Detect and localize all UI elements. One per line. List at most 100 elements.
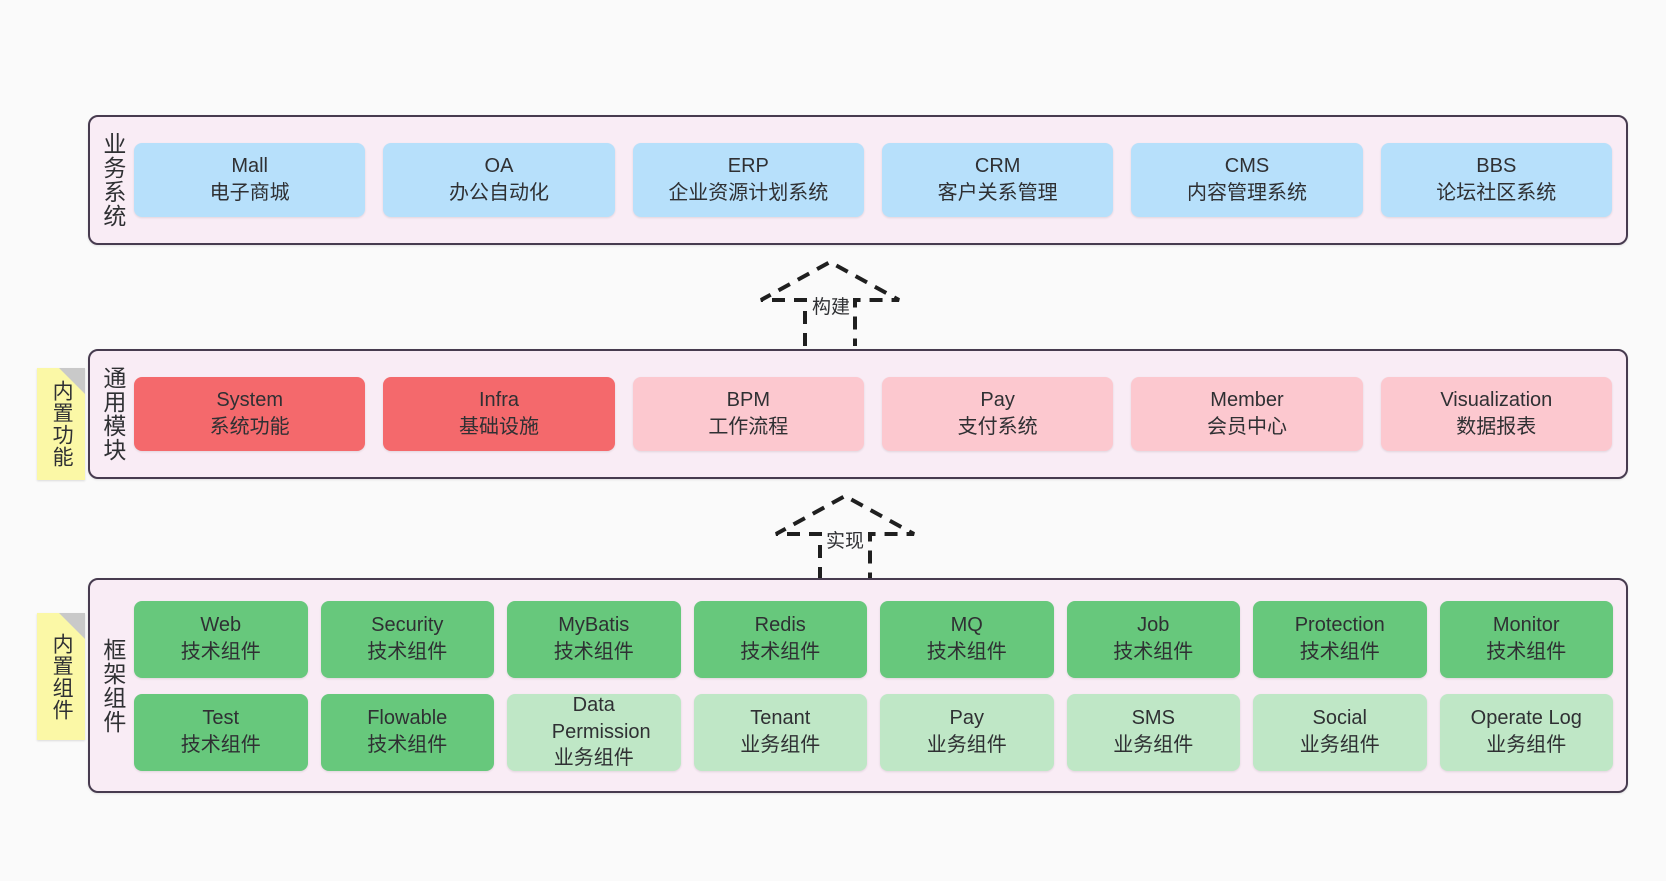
- node-subtitle: 会员中心: [1206, 416, 1287, 438]
- sticky-note-builtin-component: 内置组件: [37, 613, 85, 740]
- node-subtitle: 支付系统: [957, 416, 1038, 438]
- node-protection[interactable]: Protection 技术组件: [1253, 600, 1427, 678]
- node-tenant[interactable]: Tenant 业务组件: [693, 693, 867, 771]
- layer-title-business-system: 业务系统: [99, 132, 126, 228]
- node-title: CMS: [1224, 155, 1270, 178]
- node-mall[interactable]: Mall 电子商城: [134, 143, 366, 217]
- node-title: SMS: [1131, 707, 1175, 730]
- node-subtitle: 技术组件: [1486, 641, 1567, 663]
- node-subtitle: 数据报表: [1456, 416, 1537, 438]
- node-subtitle: 基础设施: [458, 416, 539, 438]
- node-subtitle: 业务组件: [926, 734, 1007, 756]
- connector-implement: [770, 492, 920, 582]
- node-test[interactable]: Test 技术组件: [134, 693, 308, 771]
- node-subtitle: 工作流程: [708, 416, 789, 438]
- node-operate-log[interactable]: Operate Log 业务组件: [1439, 693, 1613, 771]
- connector-build-label: 构建: [812, 297, 851, 318]
- node-subtitle: 技术组件: [1113, 641, 1194, 663]
- node-row: Web 技术组件 Security 技术组件 MyBatis 技术组件 Redi…: [134, 600, 1613, 678]
- node-title: Job: [1137, 614, 1170, 637]
- node-title: Member: [1210, 389, 1284, 412]
- node-row: Mall 电子商城 OA 办公自动化 ERP 企业资源计划系统 CRM 客户关系…: [134, 143, 1612, 217]
- node-title: Tenant: [750, 707, 811, 730]
- node-subtitle: 业务组件: [740, 734, 821, 756]
- node-job[interactable]: Job 技术组件: [1066, 600, 1240, 678]
- node-member[interactable]: Member 会员中心: [1131, 377, 1363, 451]
- layer-body-framework-component: Web 技术组件 Security 技术组件 MyBatis 技术组件 Redi…: [134, 580, 1626, 791]
- sticky-fold-icon: [59, 368, 85, 394]
- node-monitor[interactable]: Monitor 技术组件: [1439, 600, 1613, 678]
- layer-business-system: 业务系统 Mall 电子商城 OA 办公自动化 ERP 企业资源计划系统 CRM…: [88, 115, 1628, 245]
- node-title: Security: [371, 614, 444, 637]
- node-subtitle: 技术组件: [180, 734, 261, 756]
- node-title: Data Permission: [551, 693, 651, 743]
- node-title: Operate Log: [1470, 707, 1582, 730]
- node-title: Pay: [949, 707, 984, 730]
- node-mq[interactable]: MQ 技术组件: [880, 600, 1054, 678]
- node-title: Redis: [754, 614, 806, 637]
- layer-common-module: 通用模块 System 系统功能 Infra 基础设施 BPM 工作流程 Pay…: [88, 349, 1628, 479]
- node-subtitle: 业务组件: [1113, 734, 1194, 756]
- connector-build: [755, 258, 905, 348]
- node-erp[interactable]: ERP 企业资源计划系统: [632, 143, 864, 217]
- node-crm[interactable]: CRM 客户关系管理: [881, 143, 1114, 217]
- node-subtitle: 技术组件: [740, 641, 821, 663]
- node-subtitle: 技术组件: [926, 641, 1007, 663]
- node-subtitle: 技术组件: [367, 734, 448, 756]
- sticky-fold-icon: [59, 613, 85, 639]
- sticky-note-builtin-feature: 内置功能: [37, 368, 85, 480]
- layer-title-framework-component: 框架组件: [99, 637, 126, 734]
- node-bbs[interactable]: BBS 论坛社区系统: [1380, 143, 1612, 217]
- sticky-note-text: 内置功能: [50, 380, 74, 468]
- node-title: CRM: [974, 155, 1021, 178]
- node-sms[interactable]: SMS 业务组件: [1066, 693, 1240, 771]
- node-title: Pay: [980, 389, 1015, 412]
- node-bpm[interactable]: BPM 工作流程: [632, 377, 864, 451]
- connector-implement-label: 实现: [826, 531, 865, 552]
- node-title: MyBatis: [558, 614, 630, 637]
- node-subtitle: 内容管理系统: [1186, 182, 1307, 204]
- node-visualization[interactable]: Visualization 数据报表: [1380, 377, 1612, 451]
- node-row: System 系统功能 Infra 基础设施 BPM 工作流程 Pay 支付系统…: [134, 377, 1612, 451]
- node-subtitle: 电子商城: [209, 182, 290, 204]
- node-title: ERP: [727, 155, 769, 178]
- node-title: BPM: [726, 389, 770, 412]
- node-mybatis[interactable]: MyBatis 技术组件: [507, 600, 681, 678]
- node-subtitle: 技术组件: [1299, 641, 1380, 663]
- node-infra[interactable]: Infra 基础设施: [383, 377, 615, 451]
- node-title: Test: [202, 707, 240, 730]
- node-title: System: [216, 389, 283, 412]
- node-title: OA: [484, 155, 514, 178]
- node-pay-module[interactable]: Pay 支付系统: [881, 377, 1114, 451]
- node-subtitle: 系统功能: [209, 416, 290, 438]
- node-subtitle: 技术组件: [367, 641, 448, 663]
- node-title: Infra: [478, 389, 519, 412]
- node-subtitle: 业务组件: [553, 747, 634, 770]
- node-subtitle: 业务组件: [1299, 734, 1380, 756]
- node-title: MQ: [950, 614, 983, 637]
- node-cms[interactable]: CMS 内容管理系统: [1131, 143, 1363, 217]
- node-social[interactable]: Social 业务组件: [1253, 693, 1427, 771]
- node-subtitle: 技术组件: [180, 641, 261, 663]
- node-subtitle: 业务组件: [1486, 734, 1567, 756]
- layer-title-common-module: 通用模块: [99, 366, 126, 462]
- node-oa[interactable]: OA 办公自动化: [383, 143, 615, 217]
- node-redis[interactable]: Redis 技术组件: [693, 600, 867, 678]
- node-title: Protection: [1294, 614, 1385, 637]
- node-system[interactable]: System 系统功能: [134, 377, 366, 451]
- node-title: Flowable: [367, 707, 448, 730]
- node-row: Test 技术组件 Flowable 技术组件 Data Permission …: [134, 693, 1613, 771]
- node-title: Visualization: [1440, 389, 1553, 412]
- node-title: Web: [200, 614, 242, 637]
- node-web[interactable]: Web 技术组件: [134, 600, 308, 678]
- node-title: Social: [1312, 707, 1367, 730]
- node-pay-component[interactable]: Pay 业务组件: [880, 693, 1054, 771]
- node-subtitle: 客户关系管理: [937, 182, 1058, 204]
- node-title: BBS: [1476, 155, 1517, 178]
- node-flowable[interactable]: Flowable 技术组件: [320, 693, 494, 771]
- node-data-permission[interactable]: Data Permission 业务组件: [507, 693, 681, 771]
- node-security[interactable]: Security 技术组件: [320, 600, 494, 678]
- node-subtitle: 办公自动化: [448, 182, 549, 204]
- layer-framework-component: 框架组件 Web 技术组件 Security 技术组件 MyBatis 技术组件…: [88, 578, 1628, 793]
